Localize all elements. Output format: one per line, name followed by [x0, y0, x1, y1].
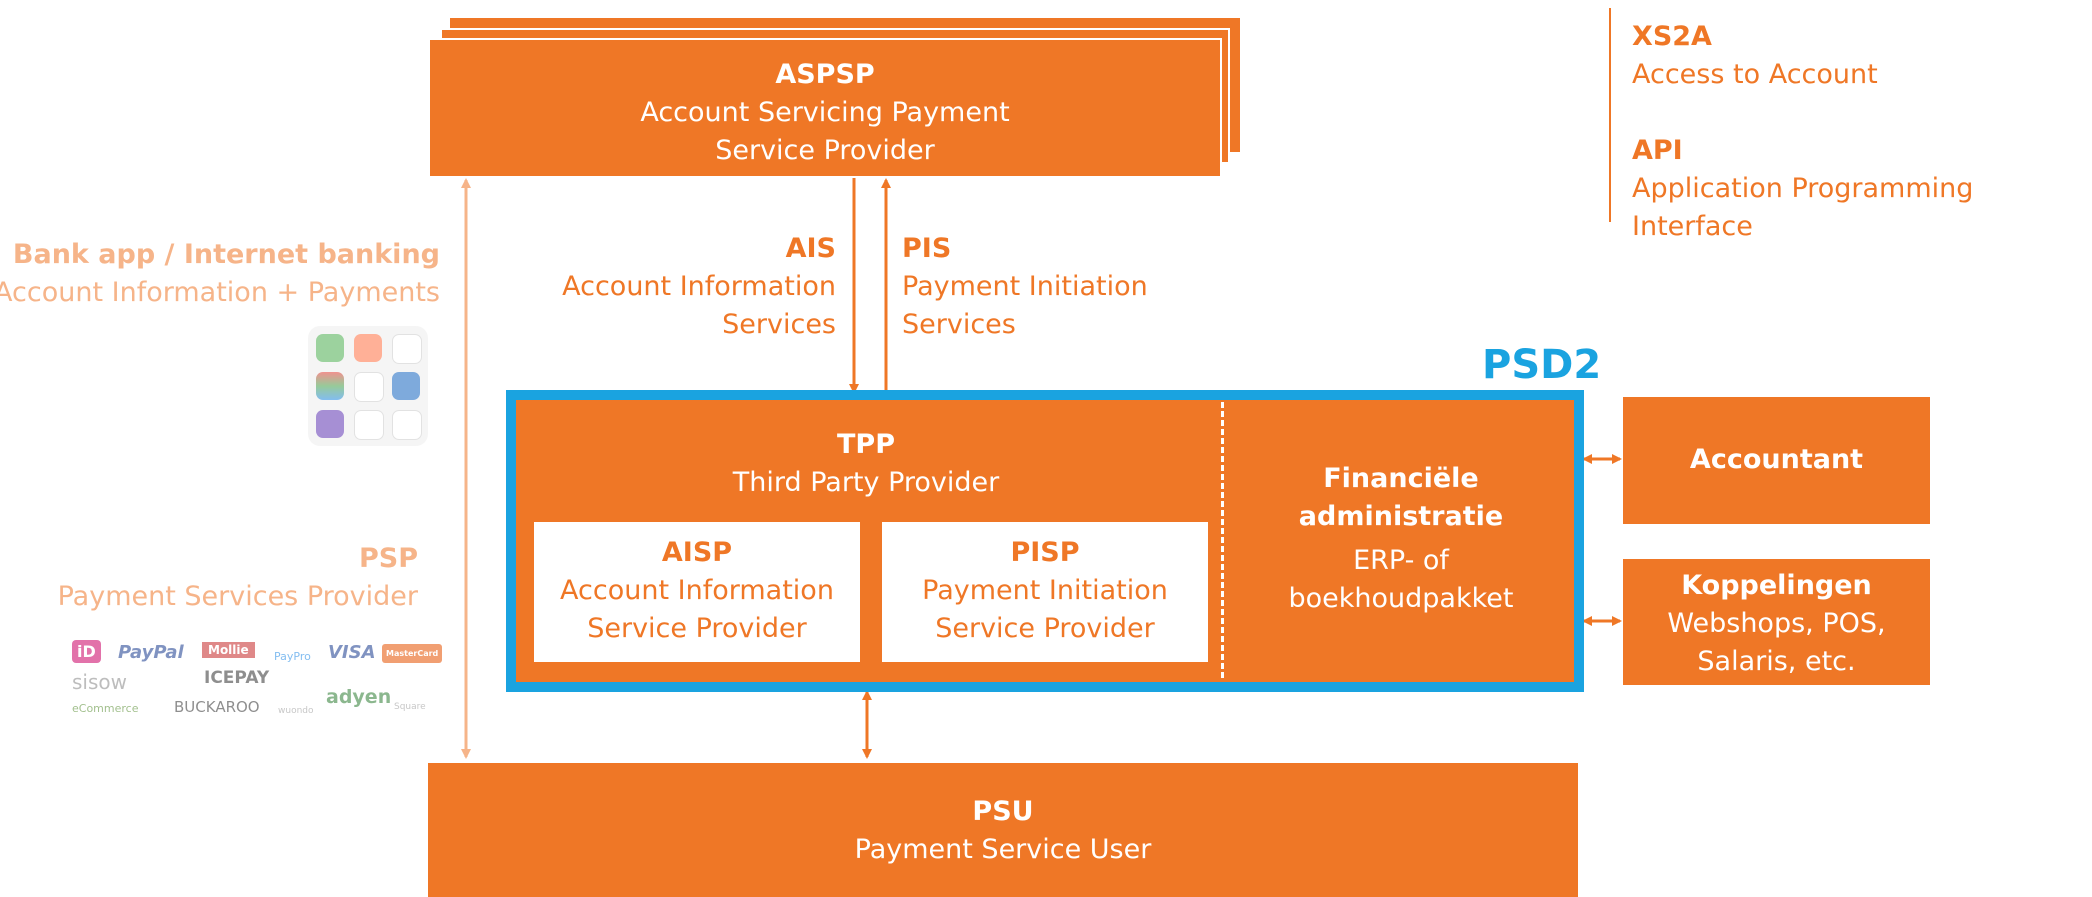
paypro-logo: PayPro — [274, 650, 311, 663]
app-tile-5 — [354, 372, 384, 402]
visa-logo: VISA — [328, 642, 376, 663]
ecommerce-logo: eCommerce — [72, 702, 139, 715]
bank-app-title: Bank app / Internet banking — [12, 239, 440, 270]
ais-title: AIS — [785, 233, 836, 264]
mollie-logo: Mollie — [202, 642, 255, 658]
wuondo-logo: wuondo — [278, 706, 314, 716]
ais-label: AIS Account Information Services — [562, 230, 836, 344]
pis-title: PIS — [902, 233, 952, 264]
paypal-logo: PayPal — [118, 642, 184, 663]
icepay-logo: ICEPAY — [204, 668, 270, 688]
pis-label: PIS Payment Initiation Services — [902, 230, 1148, 344]
ais-line2: Services — [722, 309, 836, 340]
psp-logos: iD PayPal Mollie PayPro VISA MasterCard … — [70, 638, 443, 720]
psd2-label: PSD2 — [1482, 342, 1602, 388]
aisp-box: AISP Account Information Service Provide… — [534, 522, 860, 662]
legend-api-desc: Application Programming Interface — [1632, 173, 1974, 242]
aspsp-title: ASPSP — [775, 59, 875, 90]
tpp-label: TPP Third Party Provider — [516, 426, 1216, 502]
psp-desc: Payment Services Provider — [57, 581, 418, 612]
app-tile-2 — [354, 334, 382, 362]
fin-line2: boekhoudpakket — [1288, 583, 1514, 614]
app-tile-1 — [316, 334, 344, 362]
legend: XS2A Access to Account API Application P… — [1632, 18, 2092, 246]
app-tile-3 — [392, 334, 422, 364]
aisp-line2: Service Provider — [587, 613, 807, 644]
legend-xs2a-desc: Access to Account — [1632, 59, 1878, 90]
koppelingen-line2: Salaris, etc. — [1697, 646, 1856, 677]
psp-title: PSP — [358, 543, 418, 574]
pisp-line1: Payment Initiation — [922, 575, 1168, 606]
pis-line1: Payment Initiation — [902, 271, 1148, 302]
accountant-label: Accountant — [1689, 444, 1864, 475]
aspsp-line2: Service Provider — [715, 135, 935, 166]
psd2-divider — [1221, 402, 1224, 678]
psu-title: PSU — [972, 796, 1034, 827]
adyen-logo: adyen — [326, 686, 392, 708]
fin-line1: ERP- of — [1353, 545, 1449, 576]
accountant-box: Accountant — [1623, 397, 1930, 524]
tpp-desc: Third Party Provider — [732, 467, 1000, 498]
legend-api-title: API — [1632, 135, 1683, 166]
psu-desc: Payment Service User — [854, 834, 1152, 865]
pisp-title: PISP — [1010, 537, 1080, 568]
aspsp-line1: Account Servicing Payment — [640, 97, 1010, 128]
pis-line2: Services — [902, 309, 1016, 340]
fin-admin-label: Financiële administratie ERP- of boekhou… — [1228, 460, 1574, 618]
fin-title2: administratie — [1298, 501, 1504, 532]
sisow-logo: sisow — [72, 670, 127, 694]
psu-box: PSU Payment Service User — [428, 763, 1578, 897]
mastercard-logo: MasterCard — [382, 644, 443, 663]
buckaroo-logo: BUCKAROO — [174, 698, 260, 716]
bank-app-desc: Account Information + Payments — [0, 277, 440, 308]
psp-label: PSP Payment Services Provider — [58, 540, 418, 616]
square-logo: Square — [394, 702, 426, 712]
app-tile-7 — [316, 410, 344, 438]
app-tile-9 — [392, 410, 422, 440]
koppelingen-title: Koppelingen — [1681, 570, 1872, 601]
aisp-title: AISP — [661, 537, 733, 568]
legend-xs2a-title: XS2A — [1632, 21, 1712, 52]
fin-title1: Financiële — [1323, 463, 1479, 494]
aisp-line1: Account Information — [560, 575, 834, 606]
tpp-title: TPP — [837, 429, 895, 460]
pisp-line2: Service Provider — [935, 613, 1155, 644]
pisp-box: PISP Payment Initiation Service Provider — [882, 522, 1208, 662]
koppelingen-line1: Webshops, POS, — [1667, 608, 1886, 639]
ais-line1: Account Information — [562, 271, 836, 302]
bank-app-label: Bank app / Internet banking Account Info… — [0, 236, 440, 312]
app-tile-6 — [392, 372, 420, 400]
app-grid-image — [308, 326, 428, 446]
ideal-logo: iD — [72, 640, 101, 663]
aspsp-box: ASPSP Account Servicing Payment Service … — [428, 38, 1222, 178]
app-tile-8 — [354, 410, 384, 440]
app-tile-4 — [316, 372, 344, 400]
koppelingen-box: Koppelingen Webshops, POS, Salaris, etc. — [1623, 559, 1930, 685]
